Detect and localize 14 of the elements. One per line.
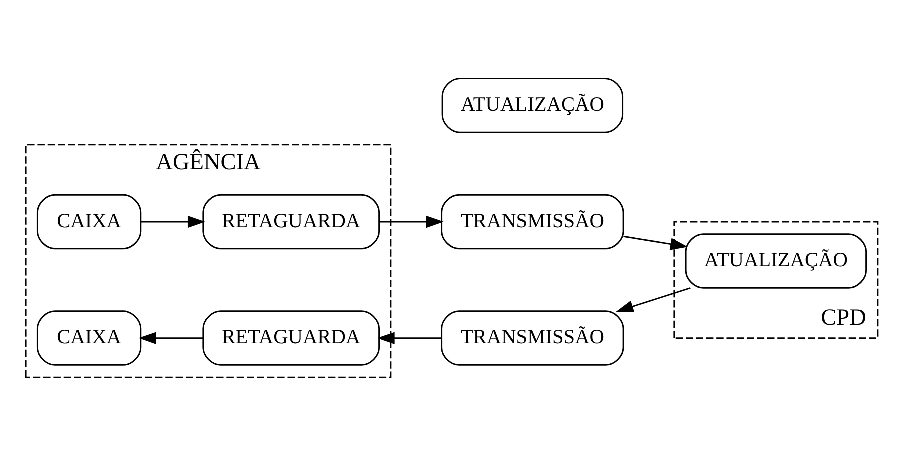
node-box: ATUALIZAÇÃO xyxy=(685,233,868,288)
node-box: RETAGUARDA xyxy=(202,310,380,366)
arrow xyxy=(141,215,206,228)
node-box: TRANSMISSÃO xyxy=(441,194,624,250)
node-box: CAIXA xyxy=(36,310,142,366)
arrow xyxy=(377,332,442,344)
arrow xyxy=(380,215,444,228)
node-box: ATUALIZAÇÃO xyxy=(442,78,624,133)
arrow xyxy=(624,235,688,250)
node-box: TRANSMISSÃO xyxy=(441,310,624,366)
node-box: RETAGUARDA xyxy=(202,194,380,250)
node-box: CAIXA xyxy=(36,194,142,250)
arrow xyxy=(138,332,204,344)
arrow xyxy=(616,287,691,312)
